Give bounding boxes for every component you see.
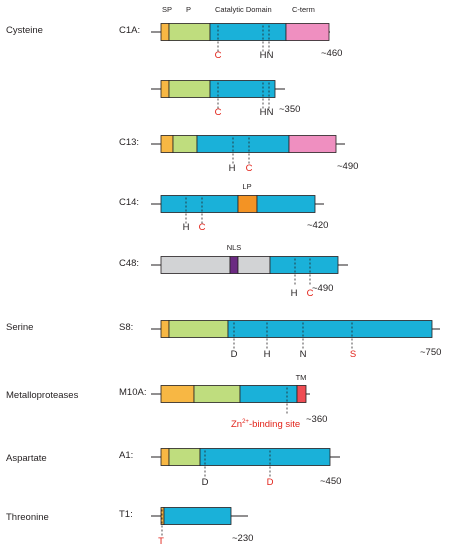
p-domain bbox=[168, 320, 229, 338]
header-sp-label: SP bbox=[162, 5, 172, 14]
cterm-domain bbox=[288, 135, 337, 153]
sp-domain bbox=[160, 448, 170, 466]
protein-row: S8: D H N S ~750 bbox=[119, 320, 441, 360]
zinc-binding-site-label: Zn2+-binding site bbox=[231, 419, 300, 430]
catalytic-domain bbox=[256, 195, 316, 213]
protein-id-label: T1: bbox=[119, 509, 133, 520]
sp-domain bbox=[160, 320, 170, 338]
protein-length-label: ~350 bbox=[279, 104, 300, 115]
nls-domain bbox=[229, 256, 239, 274]
catalytic-residue-label: D bbox=[231, 349, 238, 360]
protein-length-label: ~490 bbox=[312, 283, 333, 294]
catalytic-residue-label: N bbox=[267, 107, 274, 118]
catalytic-residue-label: H bbox=[260, 107, 267, 118]
header-cterm-label: C-term bbox=[292, 5, 315, 14]
family-label-serine: Serine bbox=[6, 322, 33, 333]
p-domain bbox=[168, 448, 201, 466]
catalytic-domain bbox=[269, 256, 339, 274]
sp-domain bbox=[160, 80, 170, 98]
protein-length-label: ~490 bbox=[337, 161, 358, 172]
protein-length-label: ~420 bbox=[307, 220, 328, 231]
catalytic-residue-label: D bbox=[267, 477, 274, 488]
protein-row: T1: T ~230 bbox=[119, 507, 253, 547]
p-domain bbox=[168, 80, 211, 98]
protein-row: M10A: ~360 TM Zn2+-binding site bbox=[119, 373, 327, 430]
catalytic-residue-label: T bbox=[158, 536, 164, 547]
other-domain bbox=[160, 256, 231, 274]
domain-annotation-label: NLS bbox=[227, 243, 242, 252]
catalytic-residue-label: H bbox=[229, 163, 236, 174]
protein-length-label: ~750 bbox=[420, 347, 441, 358]
catalytic-residue-label: N bbox=[267, 50, 274, 61]
protein-id-label: M10A: bbox=[119, 387, 146, 398]
other-domain bbox=[237, 256, 271, 274]
catalytic-residue-label: H bbox=[264, 349, 271, 360]
tm-domain bbox=[296, 385, 307, 403]
family-label-threonine: Threonine bbox=[6, 512, 49, 523]
protein-id-label: A1: bbox=[119, 450, 133, 461]
domain-annotation-label: TM bbox=[296, 373, 307, 382]
catalytic-domain bbox=[196, 135, 290, 153]
family-label-cysteine: Cysteine bbox=[6, 25, 43, 36]
sp-domain bbox=[160, 23, 170, 41]
catalytic-residue-label: D bbox=[202, 477, 209, 488]
protein-id-label: C14: bbox=[119, 197, 139, 208]
protein-id-label: C13: bbox=[119, 137, 139, 148]
family-label-aspartate: Aspartate bbox=[6, 453, 47, 464]
catalytic-domain bbox=[227, 320, 433, 338]
catalytic-domain bbox=[209, 80, 276, 98]
p-domain bbox=[193, 385, 241, 403]
header-catalytic-label: Catalytic Domain bbox=[215, 5, 272, 14]
catalytic-domain bbox=[163, 507, 232, 525]
sp-domain bbox=[160, 385, 195, 403]
catalytic-domain bbox=[199, 448, 331, 466]
catalytic-residue-label: C bbox=[215, 107, 222, 118]
p-domain bbox=[168, 23, 211, 41]
domain-annotation-label: LP bbox=[242, 182, 251, 191]
protein-row: A1: D D ~450 bbox=[119, 448, 341, 488]
catalytic-residue-label: S bbox=[350, 349, 356, 360]
catalytic-residue-label: C bbox=[246, 163, 253, 174]
protein-length-label: ~460 bbox=[321, 48, 342, 59]
catalytic-residue-label: C bbox=[199, 222, 206, 233]
catalytic-domain bbox=[160, 195, 239, 213]
cterm-domain bbox=[285, 23, 330, 41]
catalytic-residue-label: C bbox=[307, 288, 314, 299]
protein-id-label: C1A: bbox=[119, 25, 140, 36]
sp-domain bbox=[160, 135, 174, 153]
catalytic-residue-label: H bbox=[291, 288, 298, 299]
sp-domain bbox=[160, 507, 165, 525]
lp-domain bbox=[237, 195, 258, 213]
protein-id-label: S8: bbox=[119, 322, 133, 333]
catalytic-residue-label: C bbox=[215, 50, 222, 61]
catalytic-domain bbox=[209, 23, 287, 41]
protein-id-label: C48: bbox=[119, 258, 139, 269]
protein-length-label: ~450 bbox=[320, 476, 341, 487]
protein-length-label: ~230 bbox=[232, 533, 253, 544]
catalytic-domain bbox=[239, 385, 298, 403]
header-p-label: P bbox=[186, 5, 191, 14]
catalytic-residue-label: H bbox=[260, 50, 267, 61]
p-domain bbox=[172, 135, 198, 153]
catalytic-residue-label: N bbox=[300, 349, 307, 360]
protein-length-label: ~360 bbox=[306, 414, 327, 425]
catalytic-residue-label: H bbox=[183, 222, 190, 233]
family-label-metalloproteases: Metalloproteases bbox=[6, 390, 79, 401]
